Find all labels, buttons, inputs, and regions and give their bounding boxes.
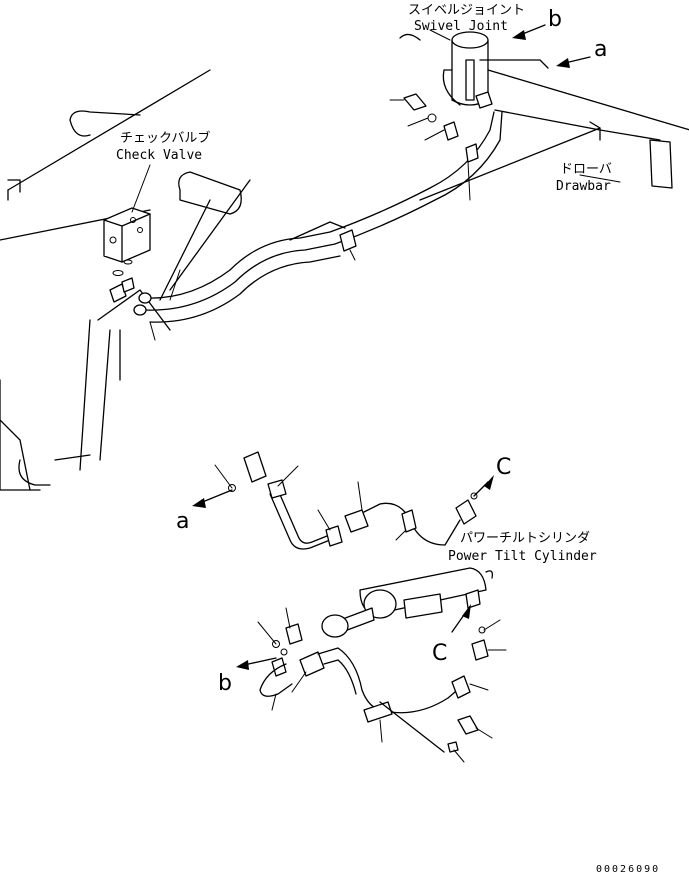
leader-lines-mid [192, 464, 494, 541]
swivel-joint-label-jp: スイベルジョイント [408, 3, 525, 18]
ref-arrows-top [479, 24, 591, 69]
check-valve-body [103, 207, 151, 303]
swivel-joint-label-en: Swivel Joint [414, 19, 508, 34]
power-tilt-label-jp: パワーチルトシリンダ [460, 531, 590, 546]
leader-lines-low [236, 604, 507, 763]
ref-label-b-top: b [548, 7, 562, 32]
check-valve-label-en: Check Valve [116, 148, 202, 163]
hose-assembly-low [259, 623, 489, 753]
ref-label-b-low: b [218, 671, 232, 696]
leader-lines-upper [131, 29, 621, 341]
drawbar-label-en: Drawbar [556, 179, 611, 194]
swivel-joint-body [399, 31, 493, 109]
swivel-fittings [403, 93, 459, 141]
ref-label-c-mid: C [496, 455, 511, 480]
drawbar-body [419, 69, 689, 201]
drawbar-label-jp: ドローバ [560, 162, 612, 177]
power-tilt-cylinder-body [321, 567, 494, 638]
drawing-code: 00026090 [596, 864, 660, 875]
blade-frame [0, 69, 211, 491]
ref-label-a-top: a [594, 37, 607, 62]
ref-label-a-mid: a [176, 509, 189, 534]
hose-lines-upper [133, 111, 503, 323]
hose-assembly-mid [228, 451, 478, 550]
ref-label-c-low: C [432, 641, 447, 666]
power-tilt-label-en: Power Tilt Cylinder [448, 549, 597, 564]
check-valve-label-jp: チェックバルブ [120, 130, 210, 146]
